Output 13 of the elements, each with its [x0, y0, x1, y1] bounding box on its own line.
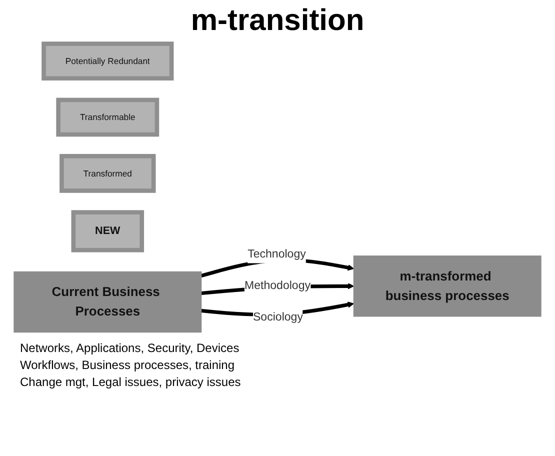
- edge-label: Methodology: [244, 280, 310, 292]
- node-box: NEW: [71, 210, 144, 252]
- node-box: Potentially Redundant: [42, 42, 174, 80]
- edge-label: Sociology: [253, 311, 303, 324]
- node-box: m-transformed business processes: [353, 256, 542, 317]
- node-box: Transformed: [60, 154, 156, 193]
- node-box: Transformable: [56, 98, 160, 137]
- edge-label: Technology: [248, 248, 306, 260]
- note-text: Workflows, Business processes, training: [20, 358, 236, 372]
- note-text: Change mgt, Legal issues, privacy issues: [20, 375, 242, 389]
- note-text: Networks, Applications, Security, Devices: [20, 341, 240, 355]
- diagram-title: m-transition: [190, 4, 366, 38]
- node-box: Current Business Processes: [14, 271, 202, 333]
